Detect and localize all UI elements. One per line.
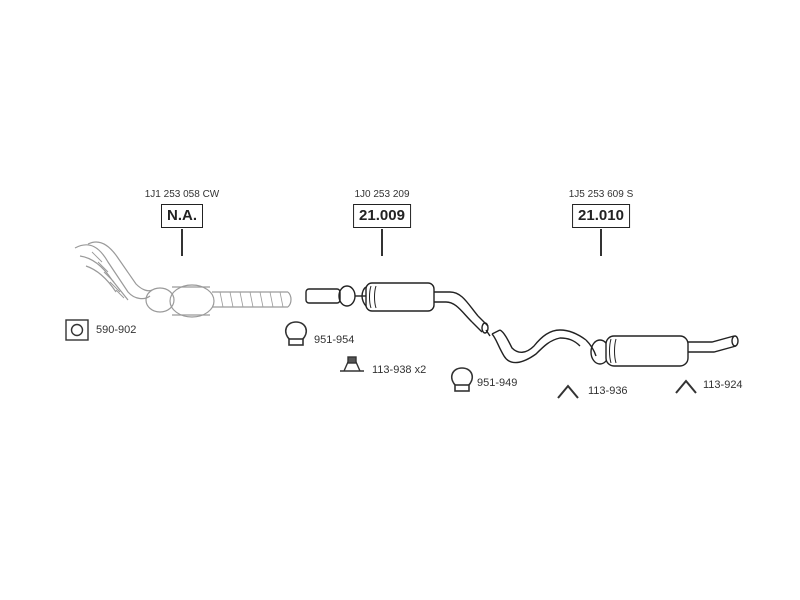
oe-number: 1J0 253 209 [354, 189, 410, 200]
part-number-badge[interactable]: 21.009 [353, 204, 411, 228]
leader-line [181, 229, 183, 256]
part-number-badge[interactable]: N.A. [161, 204, 203, 228]
rear-silencer [485, 329, 739, 367]
hanger-icon [675, 379, 697, 394]
rubber-mount-icon [340, 356, 364, 372]
hanger-icon [557, 384, 579, 399]
accessory-label: 951-949 [477, 377, 518, 389]
oe-number: 1J5 253 609 S [568, 189, 634, 200]
middle-silencer [305, 282, 489, 334]
front-pipe-catalyst [74, 241, 292, 318]
accessory-label: 113-924 [703, 379, 743, 391]
clamp-icon [450, 367, 474, 392]
clamp-icon [284, 321, 308, 346]
leader-line [381, 229, 383, 256]
leader-line [600, 229, 602, 256]
part-number-badge[interactable]: 21.010 [572, 204, 630, 228]
accessory-label: 113-936 [588, 385, 628, 397]
gasket-icon [65, 319, 89, 341]
accessory-label: 590-902 [96, 324, 137, 336]
oe-number: 1J1 253 058 CW [144, 189, 220, 200]
accessory-label: 113-938 x2 [372, 364, 427, 376]
accessory-label: 951-954 [314, 334, 355, 346]
